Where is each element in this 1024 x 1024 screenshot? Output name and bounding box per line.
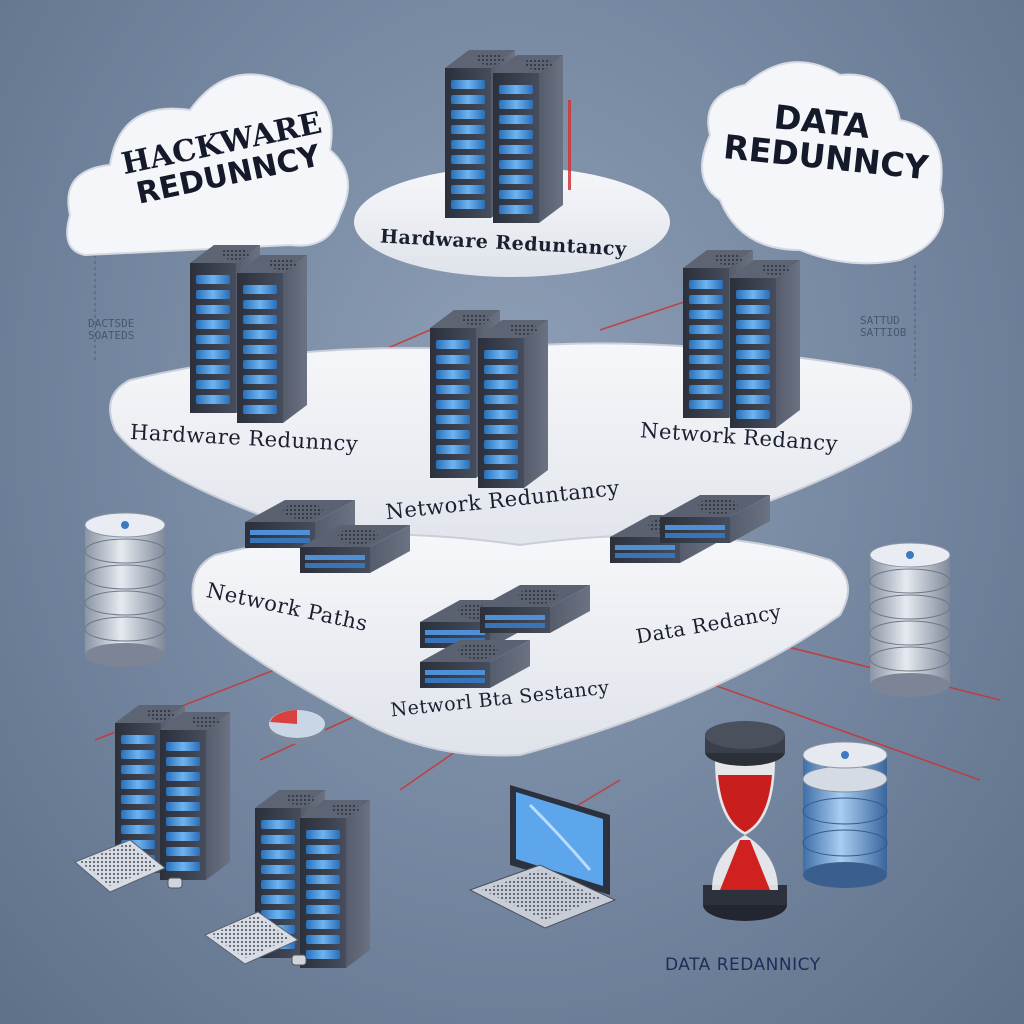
small-text-left: DACTSDE SOATEDS (88, 318, 134, 342)
small-text-left-2: SOATEDS (88, 329, 135, 342)
small-text-right-1: SATTUD (860, 314, 900, 327)
keyboard-icon (74, 839, 166, 893)
disk-icon (269, 710, 325, 744)
database-stack-right (869, 542, 951, 698)
database-stack-left (84, 512, 166, 668)
small-text-left-1: DACTSDE (88, 317, 135, 330)
server-tower-center-2 (478, 320, 548, 488)
mouse-icon (167, 877, 307, 966)
database-stack-blue (802, 741, 888, 888)
keyboard-icon (203, 911, 300, 965)
laptop-icon (468, 785, 617, 929)
small-text-right-2: SATTIOB (860, 326, 907, 339)
hourglass-icon (703, 721, 787, 921)
small-text-right: SATTUD SATTIOB (860, 315, 906, 339)
server-tower-right-2 (730, 260, 800, 428)
server-tower-top-right (493, 55, 563, 223)
cloud-left (66, 73, 349, 257)
server-tower-mid-left-2 (237, 255, 307, 423)
server-tower-bottom-center-2 (300, 800, 370, 968)
cloud-right (701, 61, 945, 265)
label-bottom-right: DATA REDANNICY (665, 955, 821, 975)
server-tower-bottom-left-2 (160, 712, 230, 880)
